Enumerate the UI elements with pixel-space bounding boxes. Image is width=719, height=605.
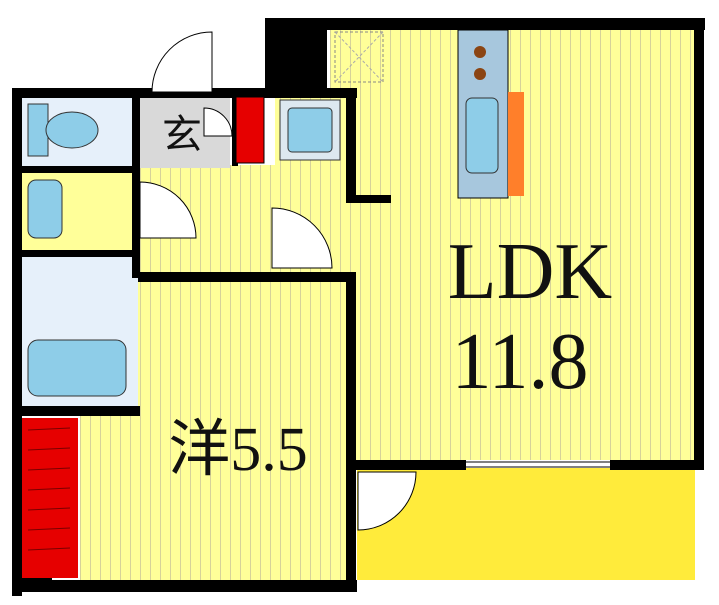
ldk-area-label: 11.8 xyxy=(451,318,588,406)
washing-machine-icon xyxy=(287,107,333,153)
toilet-icon xyxy=(45,111,99,149)
toilet-tank xyxy=(27,103,49,157)
stove-icon xyxy=(474,68,486,80)
ldk-label: LDK xyxy=(448,228,612,316)
walls xyxy=(12,18,705,596)
windows xyxy=(150,100,701,583)
stove-icon xyxy=(474,46,486,58)
washbasin-icon xyxy=(27,179,63,239)
fridge-space xyxy=(334,31,384,83)
storage-hatching xyxy=(27,427,71,551)
western-room-label: 洋5.5 xyxy=(168,416,308,484)
entrance-label: 玄 xyxy=(162,112,202,157)
kitchen-sink-icon xyxy=(465,97,499,174)
door-swing-icon xyxy=(139,31,417,531)
bathtub-icon xyxy=(27,339,127,397)
western-storage xyxy=(22,418,78,578)
range-hood xyxy=(508,92,524,196)
shoe-closet xyxy=(235,96,265,164)
